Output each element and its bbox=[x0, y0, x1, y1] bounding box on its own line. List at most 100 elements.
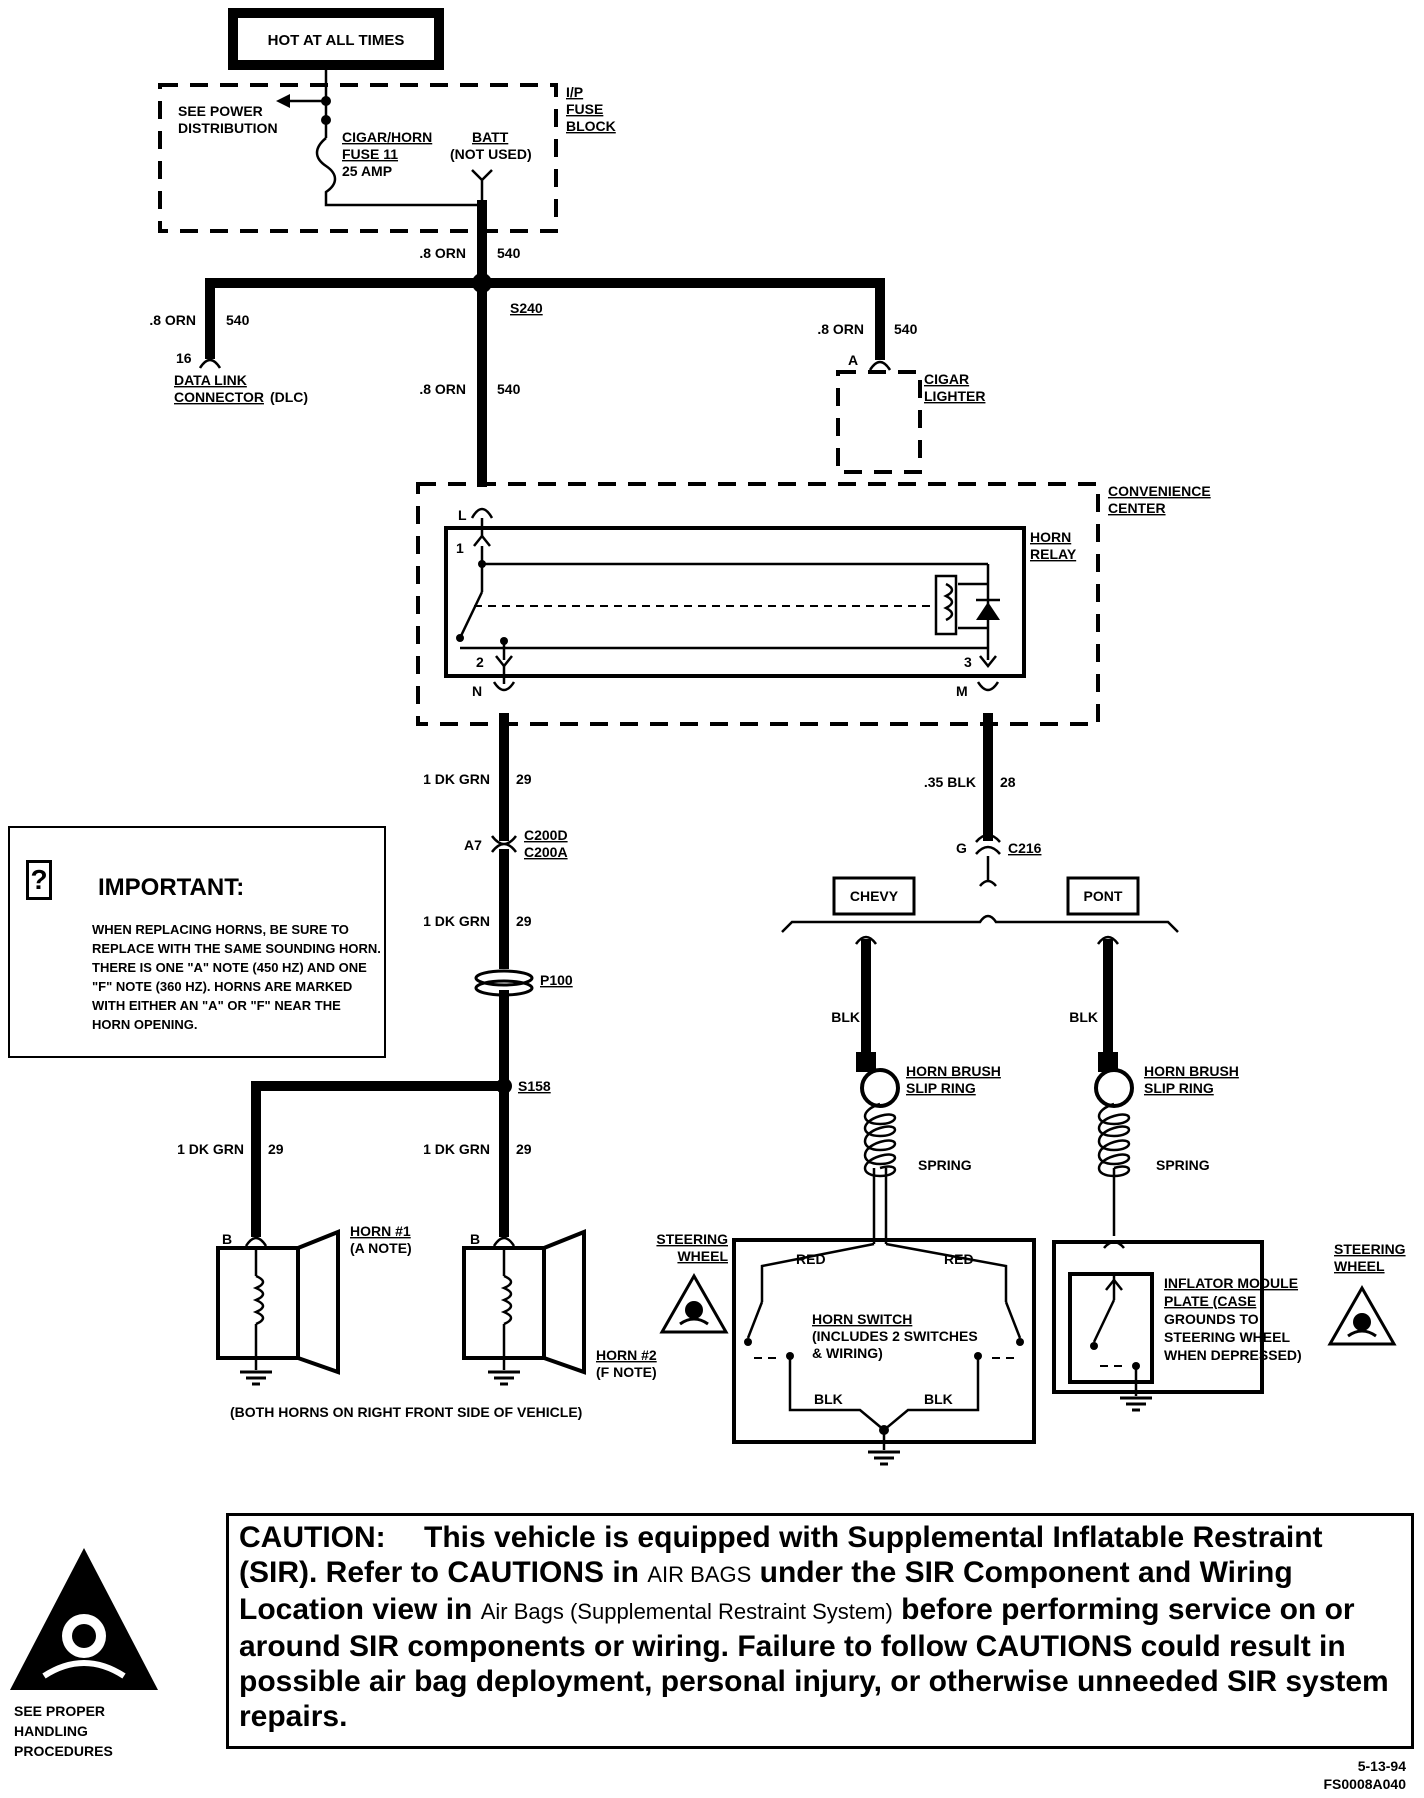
wire-540-main-circuit: 540 bbox=[497, 381, 521, 397]
batt-terminal bbox=[471, 169, 493, 205]
chevy-slip-ring-icon bbox=[860, 1068, 900, 1108]
wire-540-main-gauge: .8 ORN bbox=[419, 381, 466, 397]
wire-540-dlc-gauge: .8 ORN bbox=[149, 312, 196, 328]
chevy-red-right-label: RED bbox=[944, 1251, 974, 1267]
pont-steering-wheel-box bbox=[1052, 1240, 1264, 1394]
cigar-pin: A bbox=[848, 352, 858, 368]
horn-relay-box bbox=[444, 526, 1026, 678]
figure-id: FS0008A040 bbox=[1323, 1776, 1406, 1792]
handling-note: SEE PROPER HANDLING PROCEDURES bbox=[14, 1701, 184, 1761]
horn2-pin-b: B bbox=[470, 1231, 480, 1247]
pont-spring-icon bbox=[1097, 1102, 1131, 1178]
splice-s158-label: S158 bbox=[518, 1078, 551, 1094]
important-body: When replacing horns, be sure to replace… bbox=[92, 922, 381, 1032]
pont-box bbox=[1066, 876, 1140, 916]
wire-blk-chevy-label: BLK bbox=[831, 1009, 860, 1025]
chevy-red-wire-right bbox=[885, 1242, 1008, 1302]
sir-caution-box: CAUTION: This vehicle is equipped with S… bbox=[226, 1513, 1414, 1749]
horn-switch-label: HORN SWITCH(INCLUDES 2 SWITCHES& WIRING) bbox=[812, 1311, 978, 1361]
c200-pin: A7 bbox=[464, 837, 482, 853]
figure-date: 5-13-94 bbox=[1357, 1758, 1406, 1774]
important-title: IMPORTANT: bbox=[98, 874, 245, 901]
chevy-blk-wire-right bbox=[883, 1356, 980, 1431]
handling-line-3: PROCEDURES bbox=[14, 1743, 113, 1759]
important-note: ? IMPORTANT: When replacing horns, be su… bbox=[8, 826, 386, 1058]
splice-s240-label: S240 bbox=[510, 300, 543, 316]
caution-ref-2: Air Bags (Supplemental Restraint System) bbox=[480, 1599, 893, 1624]
chevy-red-left-label: RED bbox=[796, 1251, 826, 1267]
relay-pin-3: 3 bbox=[964, 654, 972, 670]
wire-540-feed-gauge: .8 ORN bbox=[419, 245, 466, 261]
wire-blk-pont-label: BLK bbox=[1069, 1009, 1098, 1025]
wire-540-cigar-circuit: 540 bbox=[894, 321, 918, 337]
c216-connector-icon bbox=[975, 833, 1001, 855]
pont-slip-ring-icon bbox=[1094, 1068, 1134, 1108]
splice-s240-node bbox=[472, 273, 492, 293]
chevy-spring-icon bbox=[863, 1102, 897, 1178]
important-icon: ? bbox=[26, 860, 52, 900]
caution-text-2: under the SIR Component and Wiring Locat… bbox=[239, 1556, 1293, 1626]
wire-29-horn1-gauge: 1 DK GRN bbox=[177, 1141, 244, 1157]
chevy-box bbox=[832, 876, 916, 916]
wire-540-cigar-gauge: .8 ORN bbox=[817, 321, 864, 337]
wire-29-horn2-circuit: 29 bbox=[516, 1141, 532, 1157]
horn1-label: HORN #1(A NOTE) bbox=[350, 1223, 412, 1256]
wire-28-circuit: 28 bbox=[1000, 774, 1016, 790]
chevy-red-wire-left bbox=[760, 1242, 875, 1302]
caution-text-3: before performing service on or around S… bbox=[239, 1593, 1389, 1733]
pin-l: L bbox=[458, 507, 467, 523]
power-source-box bbox=[238, 18, 434, 60]
pont-spring-label: SPRING bbox=[1156, 1157, 1210, 1173]
fuse-symbol bbox=[315, 137, 480, 207]
wire-29-middle-circuit: 29 bbox=[516, 913, 532, 929]
chevy-spring-label: SPRING bbox=[918, 1157, 972, 1173]
wire-29-upper-circuit: 29 bbox=[516, 771, 532, 787]
wire-29-upper-gauge: 1 DK GRN bbox=[423, 771, 490, 787]
relay-pin-2: 2 bbox=[476, 654, 484, 670]
chevy-blk-wire-left bbox=[788, 1356, 885, 1431]
pin-m: M bbox=[956, 683, 968, 699]
c200-connector-icon bbox=[491, 835, 517, 853]
chevy-blk-left-label: BLK bbox=[814, 1391, 843, 1407]
inflator-plate-box bbox=[1068, 1272, 1154, 1384]
c216-label: C216 bbox=[1008, 840, 1042, 856]
fuse-block-outline bbox=[158, 83, 558, 233]
caution-text-1: This vehicle is equipped with Supplement… bbox=[239, 1521, 1323, 1589]
relay-coil-icon bbox=[934, 574, 958, 636]
c216-pin: G bbox=[956, 840, 967, 856]
variant-split-line bbox=[781, 914, 1179, 933]
wire-28-gauge: .35 BLK bbox=[924, 774, 976, 790]
wire-29-middle-gauge: 1 DK GRN bbox=[423, 913, 490, 929]
relay-pin-1: 1 bbox=[456, 540, 464, 556]
wire-540-feed-circuit: 540 bbox=[497, 245, 521, 261]
batt-label: BATT(NOT USED) bbox=[450, 129, 532, 162]
convenience-center-outline bbox=[416, 482, 1100, 726]
dlc-terminal bbox=[198, 358, 222, 369]
wire-29-horn1-circuit: 29 bbox=[268, 1141, 284, 1157]
pont-label: PONT bbox=[1084, 888, 1123, 904]
caution-tag: CAUTION: bbox=[239, 1521, 386, 1554]
cigar-terminal bbox=[868, 360, 892, 371]
p100-label: P100 bbox=[540, 972, 573, 988]
power-source-label: HOT AT ALL TIMES bbox=[268, 32, 405, 49]
figure-code: 5-13-94 FS0008A040 bbox=[1323, 1757, 1406, 1793]
horn1-pin-b: B bbox=[222, 1231, 232, 1247]
dlc-pin: 16 bbox=[176, 350, 192, 366]
cigar-lighter-outline bbox=[836, 370, 922, 474]
caution-ref-1: AIR BAGS bbox=[647, 1562, 752, 1587]
chevy-blk-right-label: BLK bbox=[924, 1391, 953, 1407]
